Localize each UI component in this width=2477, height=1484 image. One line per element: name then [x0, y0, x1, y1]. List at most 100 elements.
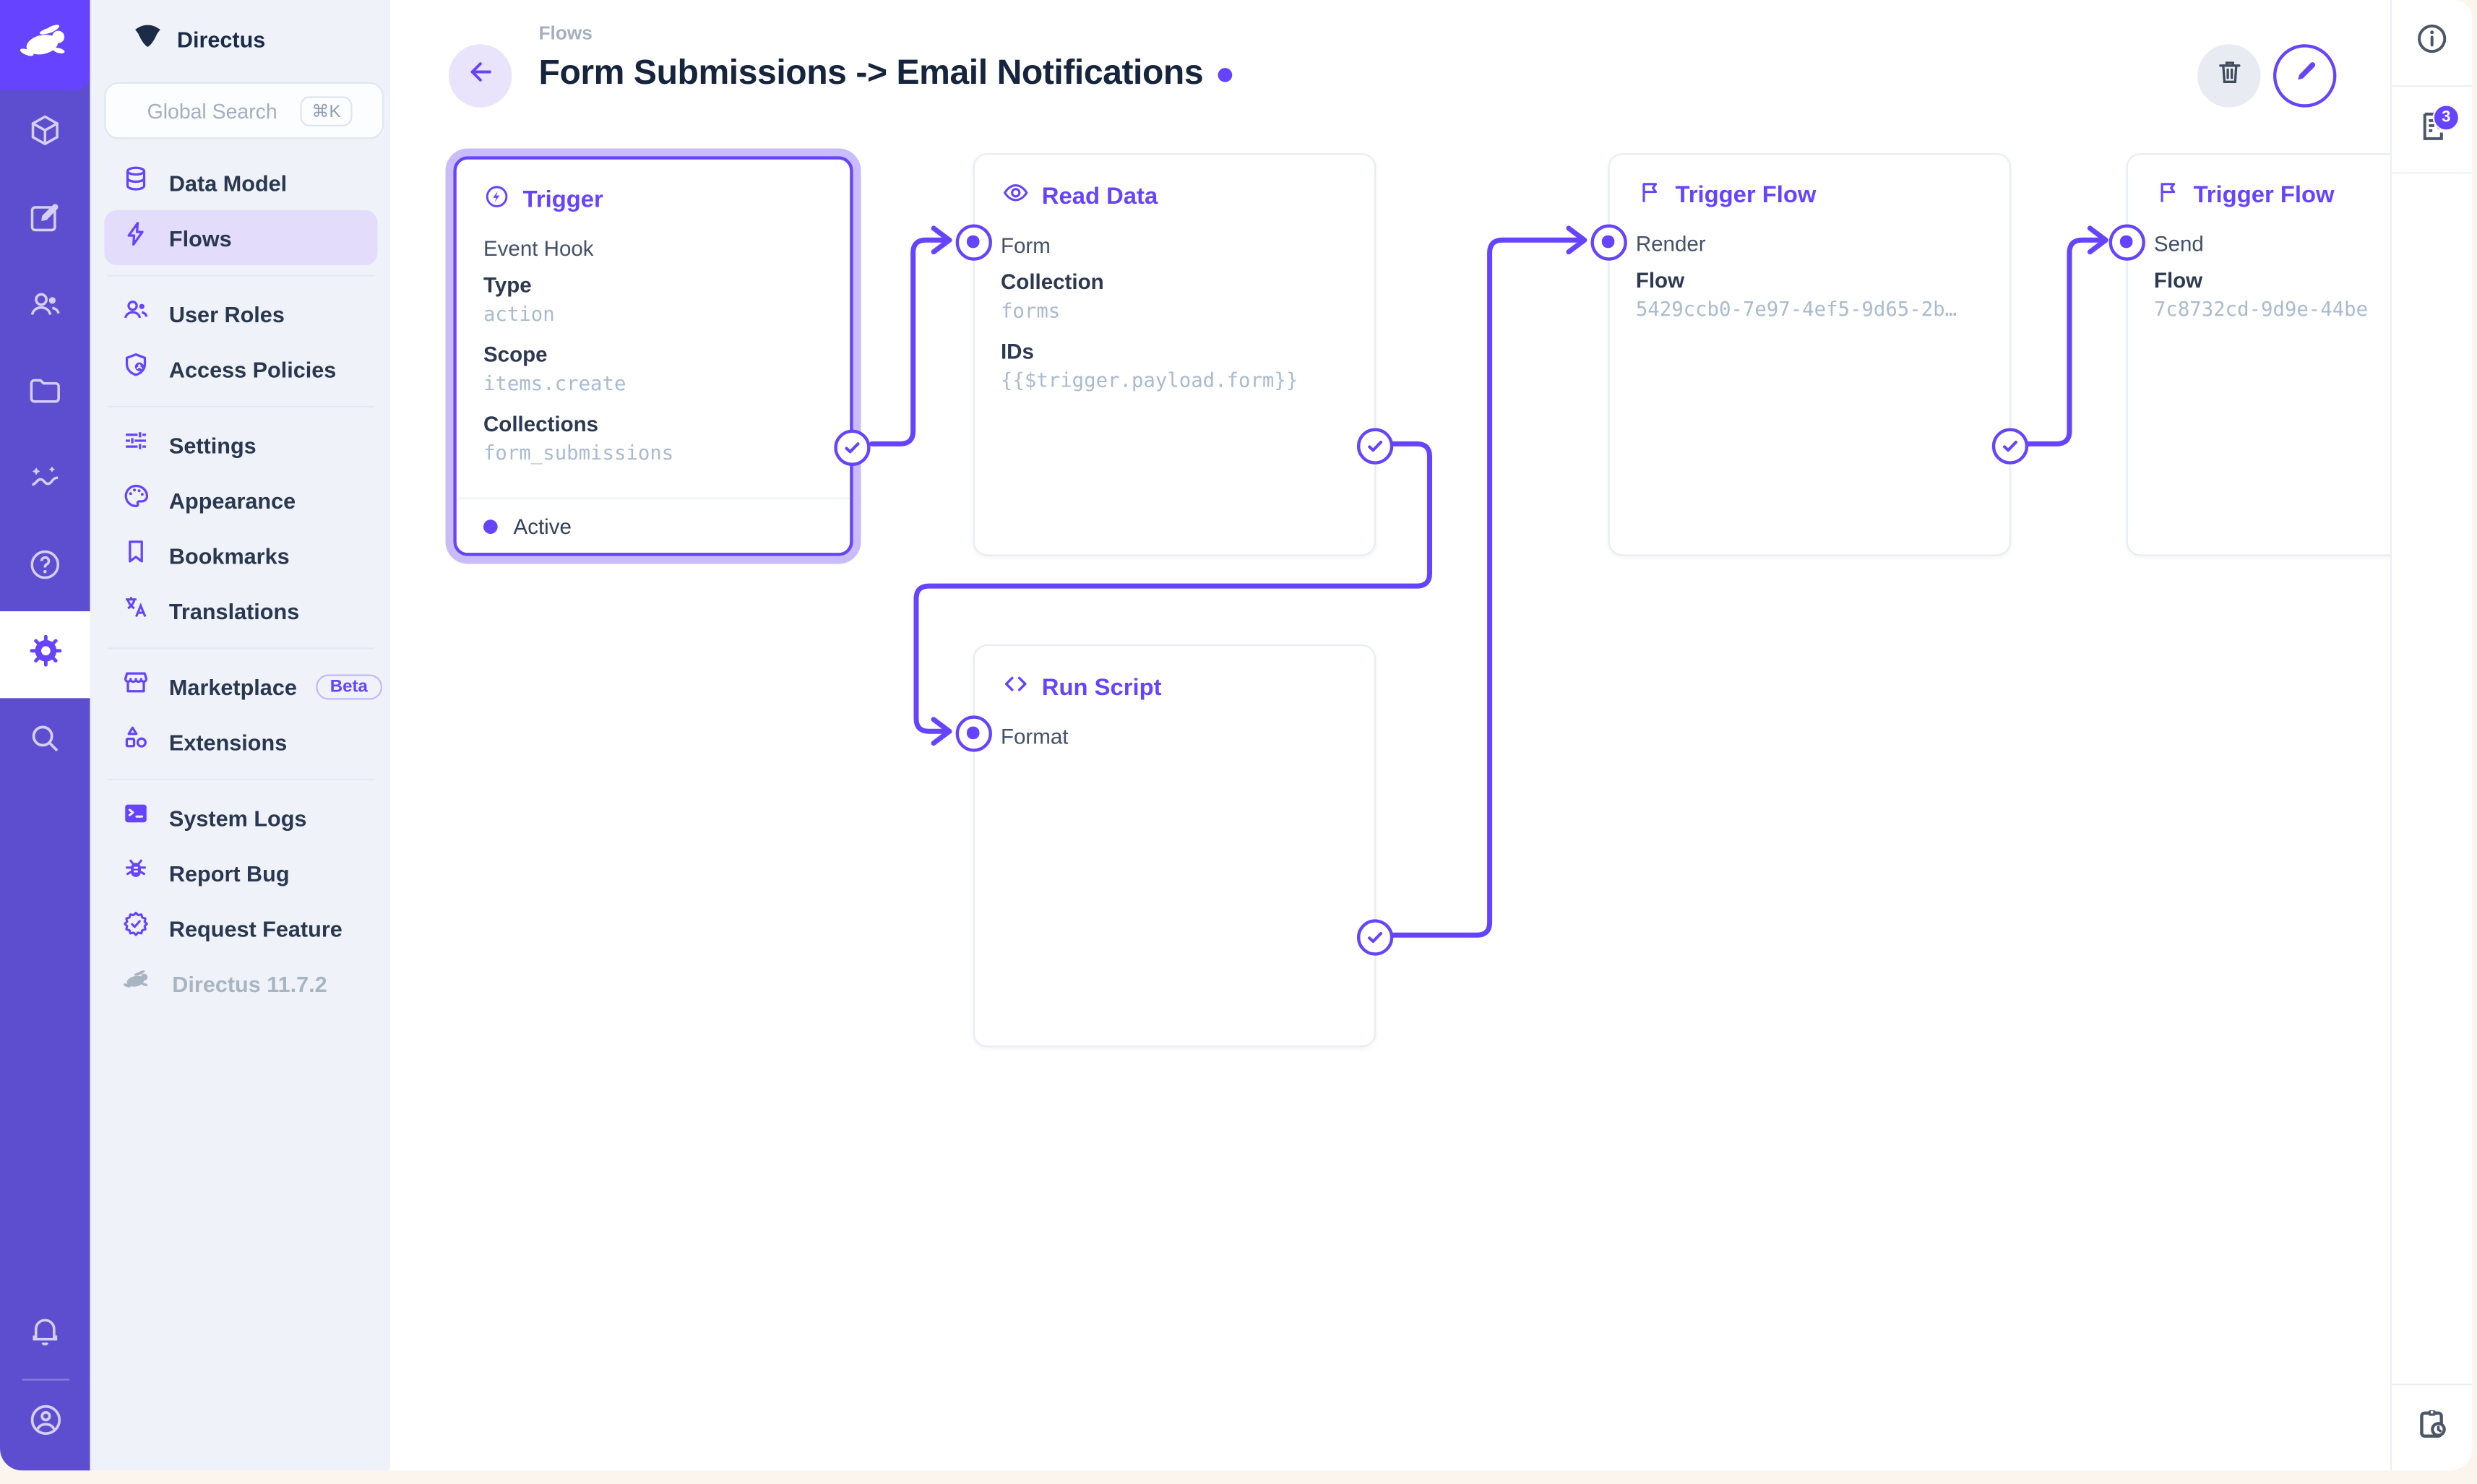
- sidebar-item-label: System Logs: [168, 804, 307, 830]
- notifications-button[interactable]: [0, 1291, 90, 1378]
- code-icon: [1001, 670, 1029, 704]
- search-icon: [27, 720, 63, 764]
- right-sidebar: 3: [2390, 0, 2473, 1471]
- connector-in[interactable]: [955, 715, 991, 751]
- module-content[interactable]: [0, 90, 90, 177]
- sidebar-item-label: Report Bug: [168, 860, 290, 886]
- sidebar-item-label: Access Policies: [168, 355, 337, 381]
- sidebar-item-report-bug[interactable]: Report Bug: [104, 845, 377, 901]
- bolt-circle-icon: [483, 184, 510, 217]
- check-icon: [2002, 439, 2017, 452]
- input-label: Format: [1000, 725, 1069, 749]
- breadcrumb[interactable]: Flows: [538, 22, 593, 45]
- edit-icon: [27, 198, 63, 242]
- arrow-left-icon: [465, 57, 496, 95]
- panel-subtitle: Event Hook: [483, 236, 594, 261]
- info-sidebar-button[interactable]: [2391, 0, 2473, 87]
- module-editor[interactable]: [0, 177, 90, 264]
- settings-gear-icon: [26, 631, 64, 677]
- directus-logo-tile[interactable]: [0, 0, 90, 90]
- connector-resolve-out[interactable]: [1991, 427, 2028, 464]
- global-search-box[interactable]: ⌘K: [104, 82, 384, 139]
- panel-title: Run Script: [1041, 673, 1162, 701]
- input-label: Send: [2153, 232, 2204, 256]
- sidebar-item-settings[interactable]: Settings: [104, 417, 377, 473]
- beta-badge: Beta: [316, 673, 382, 699]
- nav-divider: [107, 275, 375, 277]
- sidebar-item-data-model[interactable]: Data Model: [104, 155, 377, 210]
- field-value: forms: [1000, 298, 1061, 322]
- sidebar-item-flows[interactable]: Flows: [104, 210, 378, 266]
- user-avatar-icon: [26, 1401, 64, 1446]
- panel-header: Read Data: [974, 155, 1374, 223]
- connector-dot: [2120, 236, 2132, 248]
- panel-body: Form Collection forms IDs {{$trigger.pay…: [974, 234, 1374, 392]
- flow-panel-run-script[interactable]: Run Script Format: [955, 644, 1393, 1048]
- connector-resolve-out[interactable]: [1356, 918, 1393, 955]
- back-button[interactable]: [448, 44, 512, 108]
- pending-revisions-button[interactable]: [2391, 1384, 2473, 1470]
- storefront-icon: [121, 668, 150, 704]
- module-help[interactable]: [0, 525, 90, 611]
- app-version: Directus 11.7.2: [104, 956, 377, 1011]
- info-icon: [2414, 20, 2450, 64]
- panel-header: Run Script: [974, 646, 1374, 714]
- connector-resolve-out[interactable]: [834, 428, 871, 465]
- unsaved-indicator-dot: [1217, 68, 1232, 82]
- panel-header: Trigger: [457, 160, 850, 226]
- flow-panel-trigger[interactable]: Trigger Event Hook Type action Scope ite…: [453, 156, 871, 556]
- panel-footer: Active: [456, 497, 850, 553]
- sidebar-item-bookmarks[interactable]: Bookmarks: [104, 527, 377, 583]
- flow-panel-trigger-flow-send[interactable]: Trigger Flow Send Flow 7c8732cd-9d9e-44b…: [2108, 153, 2390, 556]
- flow-panel-read-data[interactable]: Read Data Form Collection forms IDs {{$t…: [955, 153, 1393, 556]
- sidebar-item-label: Data Model: [168, 170, 288, 195]
- flow-panel-trigger-flow-render[interactable]: Trigger Flow Render Flow 5429ccb0-7e97-4…: [1590, 153, 2028, 556]
- field-value: items.create: [483, 371, 626, 395]
- field-value: 7c8732cd-9d9e-44be: [2153, 297, 2369, 321]
- field-label: IDs: [1000, 340, 1034, 363]
- field-label: Flow: [2153, 268, 2203, 293]
- clipboard-clock-icon: [2414, 1406, 2450, 1450]
- logs-sidebar-button[interactable]: 3: [2391, 87, 2473, 174]
- module-files[interactable]: [0, 350, 90, 437]
- input-label: Render: [1635, 232, 1706, 256]
- connector-in[interactable]: [955, 223, 991, 260]
- sidebar-item-system-logs[interactable]: System Logs: [104, 790, 377, 845]
- sidebar-item-label: Translations: [168, 598, 300, 624]
- trash-icon: [2214, 57, 2244, 95]
- user-menu-button[interactable]: [0, 1381, 90, 1467]
- folder-icon: [27, 372, 63, 416]
- sidebar-item-user-roles[interactable]: User Roles: [104, 286, 377, 342]
- directus-rabbit-icon: [17, 20, 74, 69]
- sidebar-item-translations[interactable]: Translations: [104, 583, 377, 639]
- sidebar-item-extensions[interactable]: Extensions: [104, 714, 377, 769]
- sidebar-item-label: Bookmarks: [168, 542, 290, 568]
- sidebar-item-request-feature[interactable]: Request Feature: [104, 900, 377, 956]
- connector-resolve-out[interactable]: [1356, 427, 1393, 464]
- sidebar-item-marketplace[interactable]: Marketplace Beta: [104, 659, 382, 715]
- nav-divider: [107, 778, 375, 780]
- connector-in[interactable]: [1590, 223, 1627, 260]
- sidebar-item-appearance[interactable]: Appearance: [104, 473, 377, 528]
- users-icon: [27, 285, 63, 329]
- insights-icon: [27, 459, 63, 503]
- edit-flow-button[interactable]: [2273, 44, 2337, 108]
- eye-icon: [1001, 178, 1029, 213]
- module-users[interactable]: [0, 264, 90, 350]
- help-icon: [27, 545, 63, 590]
- panel-body: Format: [974, 725, 1374, 749]
- module-search[interactable]: [0, 698, 90, 785]
- connector-in[interactable]: [2108, 223, 2145, 260]
- global-search-input[interactable]: [136, 98, 288, 123]
- sidebar-item-access-policies[interactable]: Access Policies: [104, 341, 377, 397]
- search-shortcut-chip: ⌘K: [301, 95, 352, 126]
- delete-flow-button[interactable]: [2197, 44, 2261, 108]
- panel-title: Trigger Flow: [1675, 181, 1817, 209]
- status-label: Active: [513, 514, 572, 538]
- field-label: Collections: [483, 412, 599, 436]
- flow-canvas[interactable]: Flows Form Submissions -> Email Notifica…: [389, 0, 2390, 1471]
- project-header[interactable]: Directus: [90, 0, 390, 79]
- module-insights[interactable]: [0, 438, 90, 525]
- module-settings[interactable]: [0, 611, 90, 699]
